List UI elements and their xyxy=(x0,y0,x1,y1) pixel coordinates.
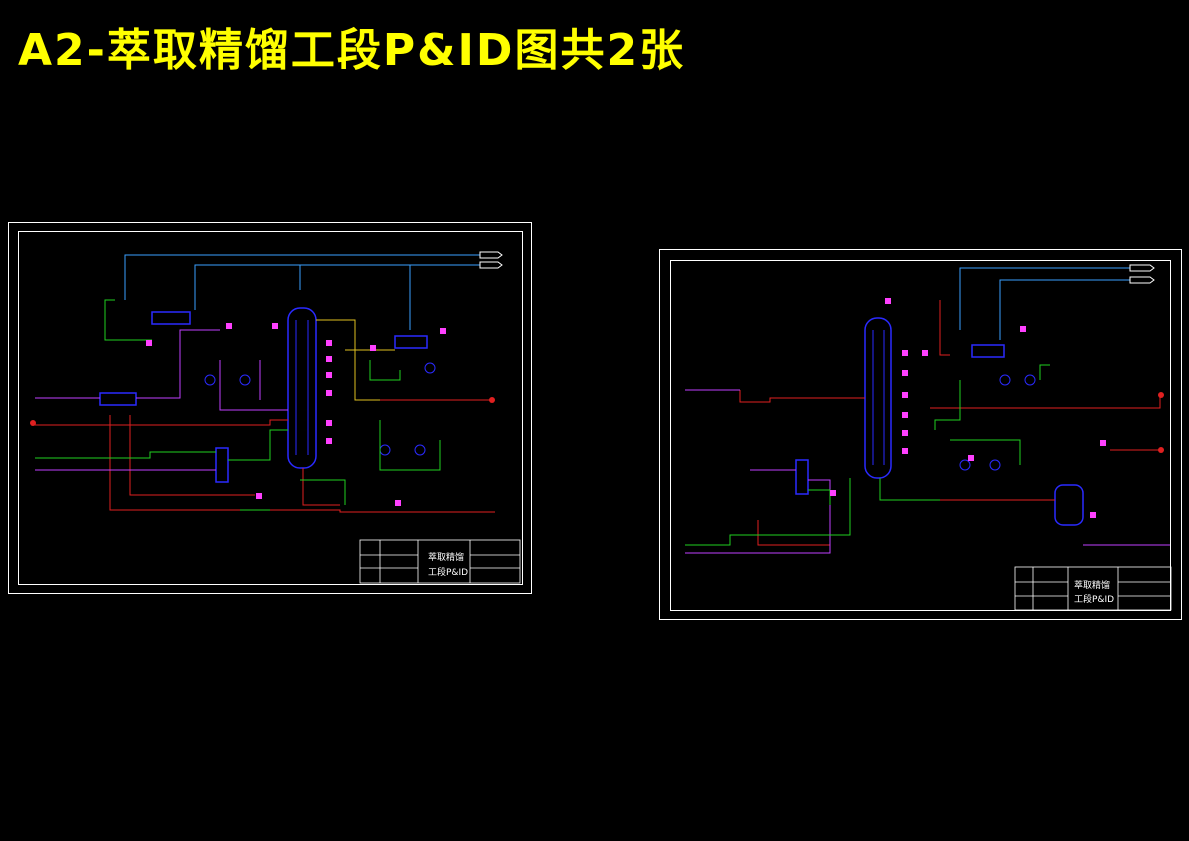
drawing-sheet-1 xyxy=(8,222,532,594)
pump xyxy=(414,444,426,456)
drawing-sheet-1-frame xyxy=(18,231,523,585)
pump xyxy=(989,459,1001,471)
pipe-red xyxy=(302,468,340,506)
pipe-green xyxy=(369,360,401,381)
pipe-green xyxy=(685,478,851,546)
pipe-red xyxy=(35,419,288,426)
line-end-marker xyxy=(489,397,495,403)
pipe-red xyxy=(930,396,1161,409)
pipe-red xyxy=(109,415,495,513)
outlet-arrow xyxy=(479,251,503,259)
reboiler xyxy=(795,459,809,495)
pump xyxy=(999,374,1011,386)
sheet-1-drawing-name-line2: 工段P&ID xyxy=(428,566,468,578)
condenser xyxy=(971,344,1005,358)
sheet-1-drawing-name-line1: 萃取精馏 xyxy=(428,551,464,563)
pipe-red xyxy=(739,390,865,403)
outlet-arrow xyxy=(1129,264,1155,272)
pipe-magenta xyxy=(219,360,288,411)
pipe-green xyxy=(808,489,831,505)
drawing-sheet-2 xyxy=(659,249,1182,620)
drawing-sheet-2-frame xyxy=(670,260,1171,611)
instrument-tags xyxy=(146,323,446,506)
outlet-arrow xyxy=(479,261,503,269)
line-end-marker xyxy=(30,420,36,426)
product-tank xyxy=(1054,484,1084,526)
extractive-column xyxy=(287,307,317,469)
instrument-tags xyxy=(830,298,1106,518)
heat-exchanger xyxy=(99,392,137,406)
pump xyxy=(1024,374,1036,386)
outlet-arrow xyxy=(1129,276,1155,284)
page-title: A2-萃取精馏工段P&ID图共2张 xyxy=(18,25,686,76)
pipe-magenta xyxy=(685,479,831,554)
pipe-green xyxy=(950,439,1021,465)
pipe-green xyxy=(300,479,346,505)
pump xyxy=(379,444,391,456)
heat-exchanger xyxy=(394,335,428,349)
sheet-2-drawing-name-line1: 萃取精馏 xyxy=(1074,579,1110,591)
pipe-yellow xyxy=(316,319,380,401)
pipe-blue xyxy=(124,254,480,300)
pipe-green xyxy=(1039,364,1050,380)
pump xyxy=(239,374,251,386)
heat-exchanger xyxy=(151,311,191,325)
pipe-green xyxy=(934,380,961,430)
pipe-red xyxy=(129,415,255,496)
pipe-red xyxy=(757,520,830,546)
pipe-red xyxy=(939,300,950,356)
line-end-marker xyxy=(1158,447,1164,453)
reboiler xyxy=(215,447,229,483)
pipe-green xyxy=(228,429,288,461)
pipe-green xyxy=(35,451,216,459)
pipe-blue xyxy=(194,264,480,310)
pipe-green xyxy=(379,420,441,471)
pump xyxy=(959,459,971,471)
pump xyxy=(204,374,216,386)
line-end-marker xyxy=(1158,392,1164,398)
pipe-green xyxy=(104,299,152,341)
recovery-column xyxy=(864,317,892,479)
sheet-2-diagram: 萃取精馏 工段P&ID xyxy=(685,264,1172,611)
sheet-1-title-block xyxy=(359,539,521,584)
sheet-2-title-block xyxy=(1014,566,1172,611)
pump xyxy=(424,362,436,374)
pipe-blue xyxy=(999,279,1130,340)
sheet-1-diagram: 萃取精馏 工段P&ID xyxy=(30,251,521,584)
sheet-2-drawing-name-line2: 工段P&ID xyxy=(1074,593,1114,605)
pipe-green xyxy=(879,478,940,501)
pipe-magenta xyxy=(136,329,220,399)
pipe-blue xyxy=(959,267,1130,330)
